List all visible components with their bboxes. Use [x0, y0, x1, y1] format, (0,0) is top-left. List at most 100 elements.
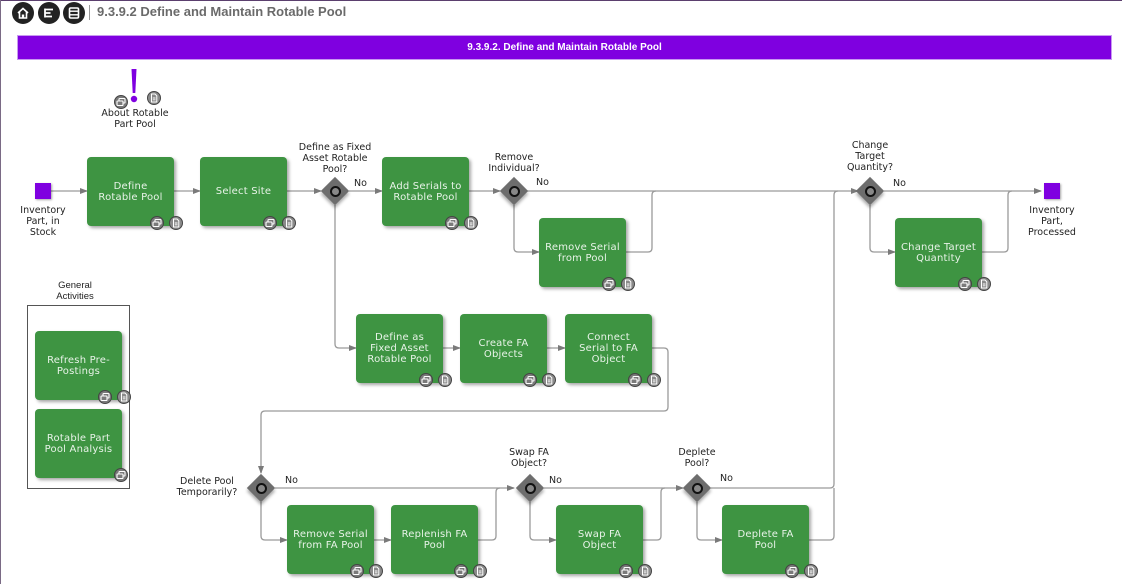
flow-gw1-yes: [334, 205, 357, 351]
subprocess-badge[interactable]: [419, 373, 433, 387]
flow-remove-serial-out: [626, 190, 657, 253]
flow-gw4-yes: [260, 502, 288, 543]
list-icon: [44, 8, 53, 18]
task-label: Define as Fixed Asset Rotable Pool: [367, 332, 432, 365]
gateway-swap-fa-label: Swap FA Object?: [509, 447, 549, 469]
document-icon: [625, 279, 632, 289]
task-replenish-fa-pool[interactable]: Replenish FA Pool: [391, 505, 478, 574]
document-badge[interactable]: [542, 373, 556, 387]
window-stack-icon: [456, 566, 466, 576]
document-badge[interactable]: [647, 373, 661, 387]
subprocess-badge[interactable]: [445, 216, 459, 230]
task-label: Rotable Part Pool Analysis: [44, 432, 113, 455]
task-create-fa-objects[interactable]: Create FA Objects: [460, 314, 547, 383]
flow-gw2-yes: [513, 205, 540, 255]
window-stack-icon: [116, 97, 126, 107]
task-define-rotable-pool[interactable]: Define Rotable Pool: [87, 157, 174, 226]
document-badge[interactable]: [621, 277, 635, 291]
flow-label-no: No: [720, 473, 733, 484]
task-label: Add Serials to Rotable Pool: [389, 180, 462, 203]
task-remove-serial-from-fa-pool[interactable]: Remove Serial from FA Pool: [287, 505, 374, 574]
gateway-marker-icon: [864, 185, 876, 197]
home-button[interactable]: [12, 2, 34, 24]
gateway-marker-icon: [524, 482, 536, 494]
document-badge[interactable]: [282, 216, 296, 230]
subprocess-badge[interactable]: [785, 564, 799, 578]
task-swap-fa-object[interactable]: Swap FA Object: [556, 505, 643, 574]
subprocess-badge[interactable]: [628, 373, 642, 387]
annotation-subprocess-badge[interactable]: [114, 95, 128, 109]
flow-label-no: No: [354, 178, 367, 189]
flow-swap-out: [643, 487, 666, 541]
outline-button[interactable]: [38, 2, 60, 24]
subprocess-badge[interactable]: [98, 390, 112, 404]
task-label: Replenish FA Pool: [401, 528, 468, 551]
document-badge[interactable]: [464, 216, 478, 230]
task-rotable-part-pool-analysis[interactable]: Rotable Part Pool Analysis: [35, 409, 122, 478]
document-badge[interactable]: [438, 373, 452, 387]
window-stack-icon: [525, 375, 535, 385]
task-label: Deplete FA Pool: [737, 528, 794, 551]
task-remove-serial-from-pool[interactable]: Remove Serial from Pool: [539, 218, 626, 287]
document-badge[interactable]: [169, 216, 183, 230]
task-change-target-quantity[interactable]: Change Target Quantity: [895, 218, 982, 287]
window-stack-icon: [787, 566, 797, 576]
subprocess-badge[interactable]: [114, 468, 128, 482]
flow-connect-to-gw4: [258, 347, 669, 474]
document-icon: [286, 218, 293, 228]
task-select-site[interactable]: Select Site: [200, 157, 287, 226]
window-icon: [68, 7, 80, 19]
document-icon: [651, 375, 658, 385]
window-stack-icon: [447, 218, 457, 228]
gateway-delete-pool-label: Delete Pool Temporarily?: [176, 476, 238, 498]
header-separator: [89, 5, 90, 20]
annotation-label: About Rotable Part Pool: [101, 108, 169, 130]
annotation-document-badge[interactable]: [147, 91, 161, 105]
document-icon: [546, 375, 553, 385]
window-stack-icon: [352, 566, 362, 576]
subprocess-badge[interactable]: [150, 216, 164, 230]
flow-gw6-yes: [696, 502, 723, 543]
subprocess-badge[interactable]: [454, 564, 468, 578]
subprocess-badge[interactable]: [350, 564, 364, 578]
subprocess-badge[interactable]: [602, 277, 616, 291]
home-icon: [17, 7, 29, 19]
flow-label-no: No: [893, 178, 906, 189]
flow-gw5-yes: [529, 502, 557, 543]
task-label: Swap FA Object: [577, 528, 622, 551]
subprocess-badge[interactable]: [958, 277, 972, 291]
subprocess-badge[interactable]: [523, 373, 537, 387]
document-badge[interactable]: [638, 564, 652, 578]
document-icon: [642, 566, 649, 576]
window-button[interactable]: [63, 2, 85, 24]
document-badge[interactable]: [473, 564, 487, 578]
task-connect-serial[interactable]: Connect Serial to FA Object: [565, 314, 652, 383]
document-badge[interactable]: [369, 564, 383, 578]
task-label: Remove Serial from Pool: [545, 241, 620, 264]
document-icon: [373, 566, 380, 576]
task-label: Connect Serial to FA Object: [579, 332, 638, 365]
subprocess-badge[interactable]: [619, 564, 633, 578]
task-define-fixed-asset-pool[interactable]: Define as Fixed Asset Rotable Pool: [356, 314, 443, 383]
document-badge[interactable]: [804, 564, 818, 578]
document-icon: [808, 566, 815, 576]
task-add-serials[interactable]: Add Serials to Rotable Pool: [382, 157, 469, 226]
document-badge[interactable]: [977, 277, 991, 291]
flow-label-no: No: [536, 177, 549, 188]
flow-replenish-out: [478, 487, 501, 541]
end-event[interactable]: [1044, 183, 1060, 199]
flow-deplete-out: [809, 488, 835, 541]
start-event[interactable]: [35, 183, 51, 199]
task-label: Define Rotable Pool: [98, 180, 163, 203]
task-deplete-fa-pool[interactable]: Deplete FA Pool: [722, 505, 809, 574]
task-refresh-prepostings[interactable]: Refresh Pre-Postings: [35, 331, 122, 400]
subprocess-badge[interactable]: [263, 216, 277, 230]
window-stack-icon: [116, 470, 126, 480]
start-event-label: Inventory Part, in Stock: [20, 205, 66, 238]
window-stack-icon: [421, 375, 431, 385]
gateway-define-fixed-label: Define as Fixed Asset Rotable Pool?: [298, 142, 372, 175]
task-label: Remove Serial from FA Pool: [293, 528, 368, 551]
document-badge[interactable]: [117, 390, 131, 404]
task-label: Select Site: [215, 186, 272, 197]
flow-gw3-yes: [869, 205, 896, 255]
